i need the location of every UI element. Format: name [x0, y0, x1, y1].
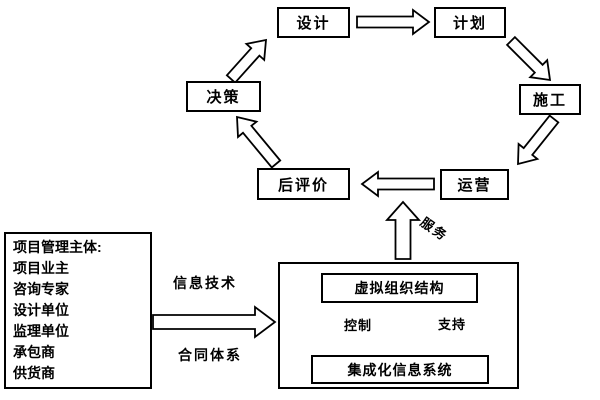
- arrow-design-to-plan: [356, 8, 431, 36]
- arrow-decision-to-design: [225, 38, 268, 84]
- arrow-post-eval-to-decision: [236, 115, 282, 169]
- arrow-operation-to-post-eval: [360, 170, 435, 198]
- arrow-stakeholders-to-system: [152, 305, 277, 339]
- node-integrated-info: 集成化信息系统: [311, 355, 489, 384]
- node-decision: 决策: [186, 81, 261, 112]
- stakeholder-item: 承包商: [13, 344, 55, 360]
- info-tech-label: 信息技术: [173, 275, 237, 291]
- arrow-service-up: [384, 200, 422, 260]
- stakeholders-panel: 项目管理主体: 项目业主 咨询专家 设计单位 监理单位 承包商 供货商: [4, 232, 152, 389]
- support-label: 支持: [438, 317, 467, 332]
- node-plan: 计划: [434, 7, 506, 38]
- arrow-construction-to-operation: [517, 114, 560, 166]
- stakeholder-item: 咨询专家: [13, 281, 69, 297]
- stakeholder-item: 监理单位: [13, 323, 69, 339]
- contract-system-label: 合同体系: [178, 347, 242, 363]
- node-virtual-org: 虚拟组织结构: [321, 273, 478, 303]
- stakeholders-title: 项目管理主体:: [13, 239, 102, 255]
- system-panel: 虚拟组织结构 集成化信息系统: [278, 262, 519, 389]
- node-design: 设计: [277, 7, 350, 38]
- stakeholder-item: 供货商: [13, 365, 55, 381]
- arrow-plan-to-construction: [505, 35, 552, 82]
- node-operation: 运营: [440, 169, 509, 200]
- stakeholder-item: 项目业主: [13, 260, 69, 276]
- service-label: 服务: [417, 214, 451, 244]
- node-construction: 施工: [519, 84, 581, 115]
- node-post-evaluation: 后评价: [257, 168, 350, 200]
- control-label: 控制: [344, 318, 373, 333]
- stakeholder-item: 设计单位: [13, 302, 69, 318]
